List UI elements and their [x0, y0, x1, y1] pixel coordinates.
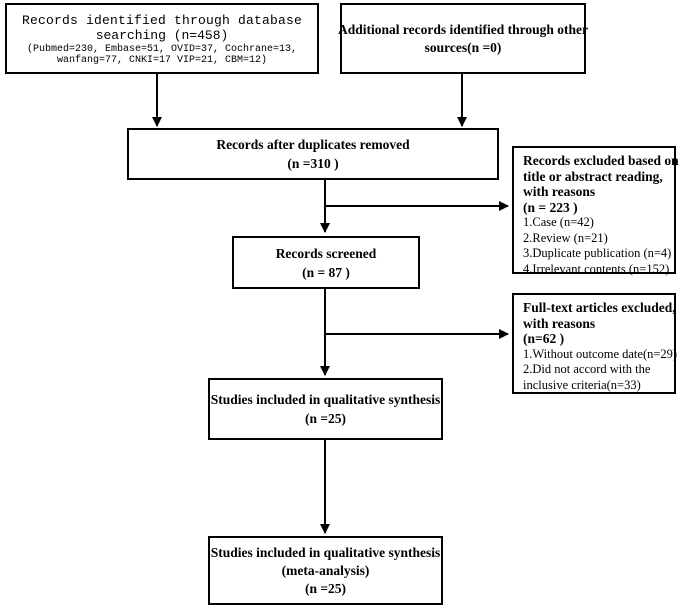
duplicates-removed-box: Records after duplicates removed (n =310…: [127, 128, 499, 180]
excluded-title-item: 1.Case (n=42): [523, 215, 594, 229]
qualitative-count: (n =25): [304, 411, 347, 426]
db-search-line4: wanfang=77, CNKI=17 VIP=21, CBM=12): [56, 55, 268, 66]
meta-analysis-box: Studies included in qualitative synthesi…: [208, 536, 443, 605]
duplicates-removed-label: Records after duplicates removed: [216, 137, 410, 152]
fulltext-excluded-item: 1.Without outcome date(n=29): [523, 346, 678, 361]
db-search-line1: Records identified through database: [21, 13, 303, 28]
excluded-title-count: (n = 223 ): [523, 199, 578, 215]
duplicates-removed-count: (n =310 ): [287, 156, 339, 171]
excluded-title-item: 2.Review (n=21): [523, 230, 608, 245]
db-search-line2: searching (n=458): [95, 28, 229, 43]
excluded-title-line3: with reasons: [523, 184, 596, 199]
fulltext-excluded-count: (n=62 ): [523, 331, 565, 346]
db-search-line3: (Pubmed=230, Embase=51, OVID=37, Cochran…: [26, 44, 298, 55]
meta-analysis-count: (n =25): [304, 580, 347, 596]
other-sources-box: Additional records identified through ot…: [338, 3, 589, 74]
fulltext-excluded-item: 2.Did not accord with the: [523, 362, 651, 376]
qualitative-label: Studies included in qualitative synthesi…: [210, 392, 441, 407]
db-search-box: Records identified through database sear…: [5, 3, 319, 74]
other-sources-line2: sources(n =0): [424, 39, 502, 55]
screened-label: Records screened: [275, 245, 377, 261]
fulltext-excluded-line2: with reasons: [523, 315, 596, 331]
excluded-title-line2: title or abstract reading,: [523, 168, 663, 184]
meta-analysis-sublabel: (meta-analysis): [281, 562, 370, 578]
excluded-title-line1: Records excluded based on: [523, 153, 679, 168]
excluded-title-item: 4.Irrelevant contents (n=152): [523, 261, 670, 276]
qualitative-box: Studies included in qualitative synthesi…: [208, 378, 443, 440]
fulltext-excluded-line1: Full-text articles excluded,: [523, 300, 676, 315]
excluded-title-box: Records excluded based on title or abstr…: [512, 146, 679, 276]
other-sources-line1: Additional records identified through ot…: [338, 21, 589, 37]
screened-count: (n = 87 ): [302, 264, 350, 280]
excluded-title-item: 3.Duplicate publication (n=4): [523, 246, 672, 260]
meta-analysis-label: Studies included in qualitative synthesi…: [210, 544, 441, 560]
screened-box: Records screened (n = 87 ): [232, 236, 420, 289]
fulltext-excluded-box: Full-text articles excluded, with reason…: [512, 293, 678, 394]
fulltext-excluded-item: inclusive criteria(n=33): [523, 377, 641, 392]
